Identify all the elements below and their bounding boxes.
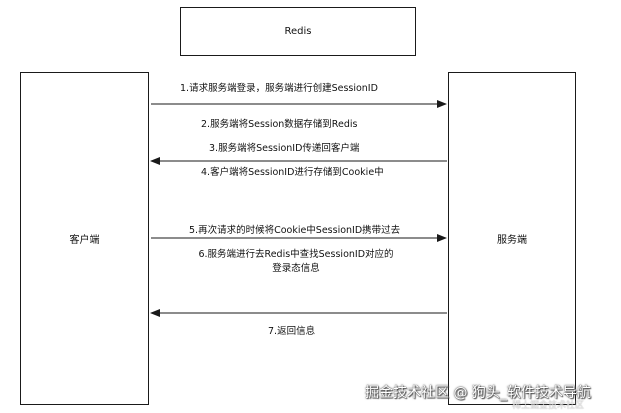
message-5: 5.再次请求的时候将Cookie中SessionID携带过去 [189, 225, 401, 236]
message-6-line-1: 6.服务端进行去Redis中查找SessionID对应的 [198, 249, 394, 260]
message-7: 7.返回信息 [268, 326, 316, 337]
message-1: 1.请求服务端登录，服务端进行创建SessionID [180, 83, 378, 94]
message-6-line-2: 登录态信息 [272, 263, 320, 274]
watermark: 掘金技术社区 @ 狗头_软件技术导航 [365, 385, 591, 401]
redis-node: Redis [180, 7, 416, 56]
watermark-sub: 稀土掘金技术社区 [512, 401, 585, 411]
message-3: 3.服务端将SessionID传递回客户端 [209, 143, 360, 154]
redis-label: Redis [284, 26, 312, 37]
client-label: 客户端 [69, 235, 100, 246]
message-4: 4.客户端将SessionID进行存储到Cookie中 [201, 167, 384, 178]
server-label: 服务端 [497, 235, 527, 246]
message-6: 6.服务端进行去Redis中查找SessionID对应的 登录态信息 [191, 248, 401, 276]
server-node: 服务端 [448, 72, 576, 405]
client-node: 客户端 [20, 72, 149, 405]
message-2: 2.服务端将Session数据存储到Redis [201, 119, 358, 130]
